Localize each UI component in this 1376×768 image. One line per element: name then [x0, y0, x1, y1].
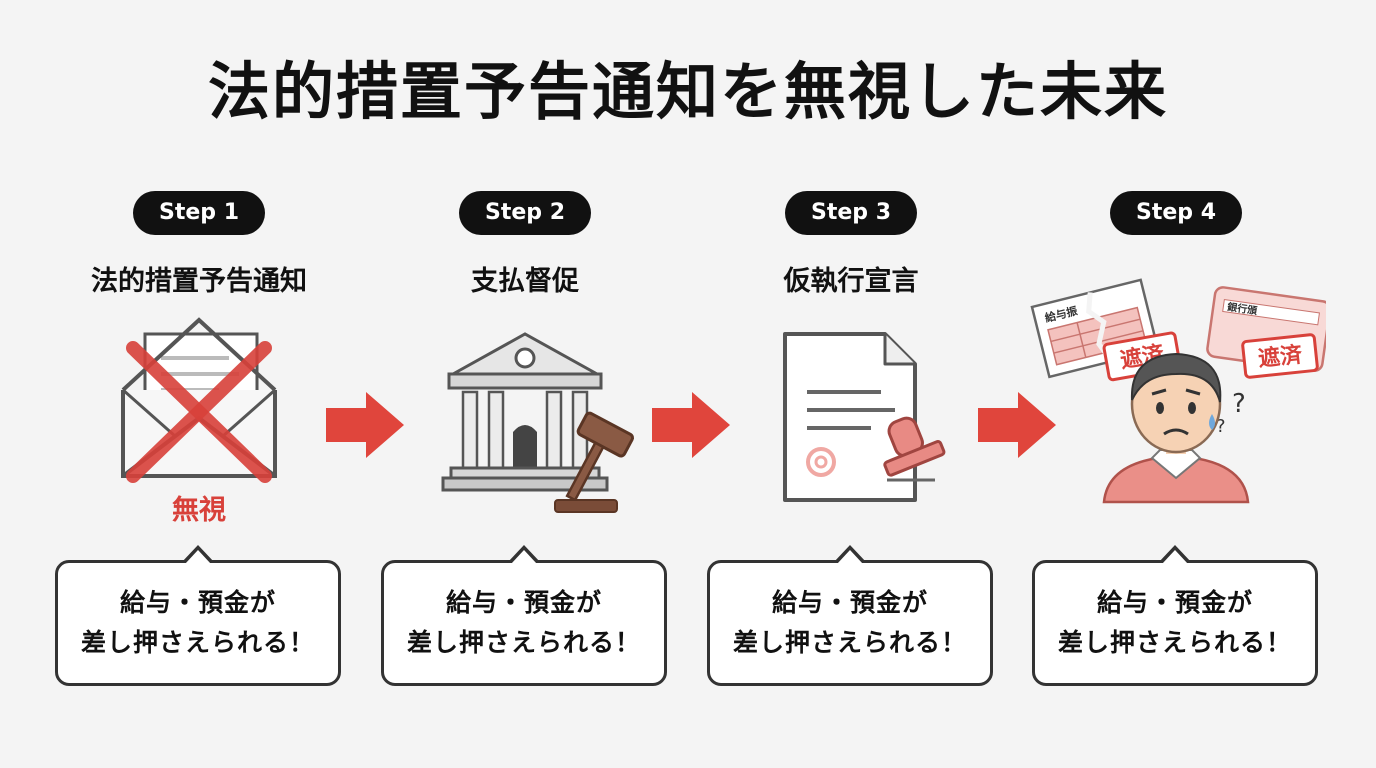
callout-line-2: 差し押さえられる！: [1057, 628, 1292, 657]
step-badge: Step 4: [1110, 191, 1242, 235]
callout-line-2: 差し押さえられる！: [80, 628, 315, 657]
ignore-label: 無視: [172, 495, 226, 526]
callout-box: 給与・預金が 差し押さえられる！: [55, 560, 341, 686]
step-title: 支払督促: [471, 266, 579, 297]
seal-text: 遮済: [1257, 342, 1304, 373]
step-title: 仮執行宣言: [783, 266, 919, 297]
callout-line-1: 給与・預金が: [119, 588, 276, 617]
step-3: Step 3 仮執行宣言 給与・預金が 差し押さえられる！: [701, 0, 1001, 768]
right-arrow-icon: [650, 390, 732, 460]
callout-line-1: 給与・預金が: [771, 588, 928, 617]
step-4: Step 4 給与振 遮済 銀行頒: [1026, 0, 1326, 768]
callout-box: 給与・預金が 差し押さえられる！: [1032, 560, 1318, 686]
step-1: Step 1 法的措置予告通知 無視 給与・預金が 差し押さえられる！: [49, 0, 349, 768]
step-badge: Step 2: [459, 191, 591, 235]
step-2: Step 2 支払督促 給与・預金が 差し押さえられる！: [375, 0, 675, 768]
right-arrow-icon: [976, 390, 1058, 460]
right-arrow-icon: [324, 390, 406, 460]
svg-text:?: ?: [1232, 389, 1246, 419]
step-badge: Step 3: [785, 191, 917, 235]
document-stamp-icon: [731, 300, 971, 525]
callout-box: 給与・預金が 差し押さえられる！: [381, 560, 667, 686]
step-title: 法的措置予告通知: [91, 266, 307, 297]
callout-box: 給与・預金が 差し押さえられる！: [707, 560, 993, 686]
callout-line-2: 差し押さえられる！: [732, 628, 967, 657]
callout-line-2: 差し押さえられる！: [406, 628, 641, 657]
svg-text:?: ?: [1216, 416, 1226, 437]
callout-line-1: 給与・預金が: [445, 588, 602, 617]
bank-label: 銀行頒: [1227, 300, 1260, 317]
courthouse-gavel-icon: [405, 300, 645, 525]
step-badge: Step 1: [133, 191, 265, 235]
worried-person-icon: 給与振 遮済 銀行頒 遮済 ?: [1026, 264, 1326, 514]
callout-line-1: 給与・預金が: [1096, 588, 1253, 617]
crossed-envelope-icon: [79, 300, 319, 525]
page-title: 法的措置予告通知を無視した未来: [207, 55, 1168, 128]
